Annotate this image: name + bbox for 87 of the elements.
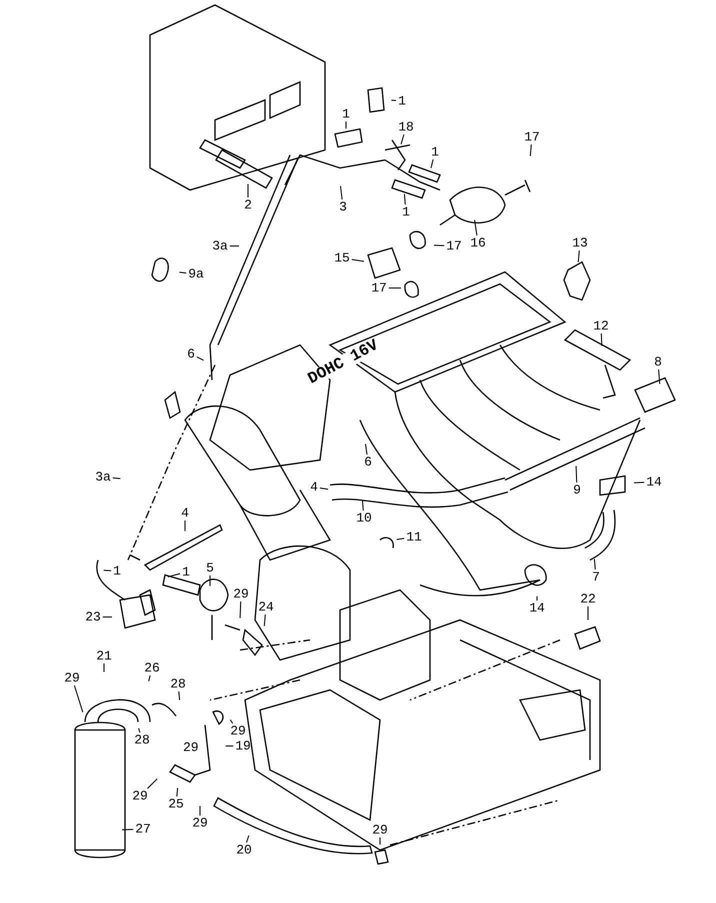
leader-line [246,835,250,843]
callout-number: 10 [356,510,372,526]
leader-line [434,244,445,246]
leader-line [536,596,538,601]
leader-line [176,788,178,797]
leader-line [196,356,204,361]
callout-number: 8 [654,354,662,370]
leader-line [167,573,181,578]
callout-number: 26 [144,660,160,676]
leader-line [530,144,532,156]
leader-line [122,828,134,830]
callout-number: 4 [310,480,318,494]
leader-line [240,601,242,618]
leader-line [103,570,112,572]
callout-number: 29 [183,740,199,755]
leader-line [430,159,434,169]
callout-number: 19 [235,738,251,754]
callout-number: 6 [187,346,195,362]
callout-number: 1 [342,106,350,122]
callout-number: 29 [230,724,246,738]
callout-number: 1 [182,564,190,580]
callout-number: 17 [371,280,387,296]
leader-line [138,728,140,733]
callout-number: 1 [402,204,410,220]
leader-line [576,466,578,483]
leader-line [184,520,186,532]
callout-number: 13 [572,236,588,250]
leader-line [351,259,364,262]
callout-number: 14 [646,474,662,490]
callout-number: 29 [64,670,80,686]
callout-number: 12 [593,318,609,334]
callout-number: 29 [192,816,208,830]
callout-number: 21 [96,648,112,664]
leader-line [340,186,343,200]
leader-line [365,444,368,455]
leader-line [658,369,660,384]
leader-line [600,333,602,346]
leader-line [400,134,404,145]
callout-number: 14 [529,600,545,616]
leader-line [148,675,151,682]
leader-line [230,719,234,724]
leader-line [102,616,112,618]
callout-number: 4 [181,506,189,520]
callout-number: 28 [170,676,186,692]
callout-number: 23 [85,610,101,624]
leader-line [404,194,406,205]
leader-line [474,220,478,236]
callout-number: 17 [446,238,462,254]
leader-line [319,488,329,490]
callout-number: 29 [233,586,249,602]
callout-number: 9 [573,482,581,498]
callout-number: 29 [132,788,148,804]
callout-number: 3 [339,200,347,214]
callout-number: 1 [113,564,121,578]
callout-number: 3a [95,470,111,484]
leader-line [578,250,580,262]
leader-line [396,538,405,540]
callout-number: 16 [470,236,486,250]
leader-line [178,691,180,700]
leader-line [74,685,84,713]
callout-number: 28 [134,732,150,748]
callout-number: 18 [398,120,414,134]
callout-number: 9a [188,266,204,282]
leader-line [264,614,266,626]
leader-line [634,482,645,484]
callout-number: 11 [406,530,422,544]
leader-line [594,558,596,570]
callout-number: 7 [592,570,600,584]
callout-number: 1 [398,94,406,108]
callout-number: 1 [431,144,439,160]
leader-line [390,100,397,101]
callout-number: 27 [135,822,151,836]
callout-number: 2 [244,198,252,212]
callout-number: 24 [258,600,274,614]
callout-number: 6 [364,454,372,470]
callout-number: 17 [524,130,540,144]
callout-number: 5 [206,560,214,576]
callout-number: 29 [372,822,388,838]
leader-line [147,778,158,789]
leader-line [362,500,364,511]
leader-line [112,477,121,480]
leader-line [178,272,187,274]
callout-number: 20 [236,842,252,858]
callout-number: 3a [212,238,228,254]
callout-number: 15 [334,250,350,266]
callout-number: 22 [580,592,596,606]
callout-number: 25 [168,796,184,812]
